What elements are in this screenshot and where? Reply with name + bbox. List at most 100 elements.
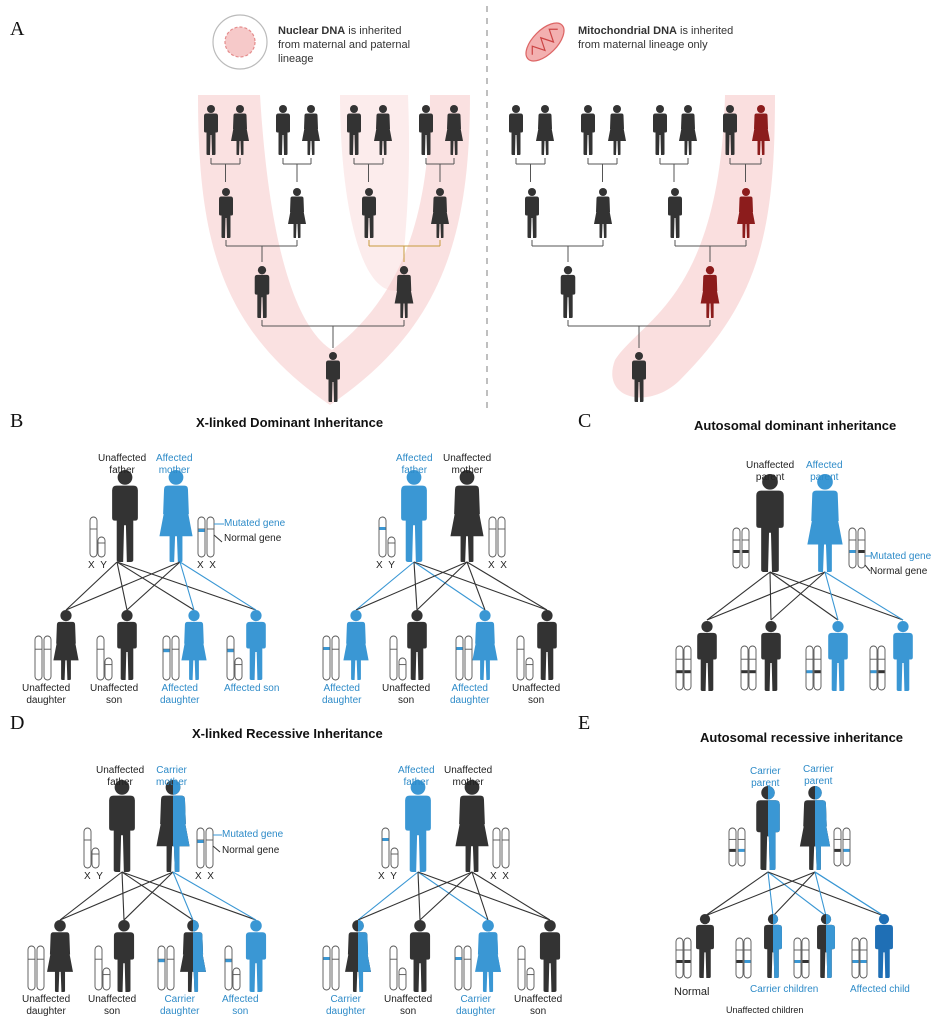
mother-figure bbox=[807, 474, 843, 572]
inheritance-line bbox=[417, 871, 489, 921]
mito-dna-text-1: is inherited bbox=[677, 25, 734, 37]
chromosome bbox=[91, 847, 100, 869]
chromosome bbox=[683, 937, 692, 979]
son-figure bbox=[246, 610, 266, 680]
chromosome bbox=[381, 827, 390, 869]
chromosome bbox=[517, 945, 526, 991]
chromosome bbox=[877, 645, 886, 691]
father-figure bbox=[756, 786, 780, 871]
chromosome bbox=[398, 657, 407, 681]
chromosome bbox=[389, 945, 398, 991]
chromosome bbox=[464, 635, 473, 681]
parent-female-figure bbox=[431, 188, 449, 238]
chromosome bbox=[232, 967, 241, 991]
mother-figure bbox=[799, 786, 831, 871]
title-x-linked-dominant: X-linked Dominant Inheritance bbox=[196, 415, 384, 430]
grandfather-figure bbox=[347, 105, 361, 155]
chromosome bbox=[492, 827, 501, 869]
inheritance-line bbox=[172, 871, 257, 921]
father-figure bbox=[405, 780, 431, 872]
son-figure bbox=[117, 610, 137, 680]
son-figure bbox=[537, 610, 557, 680]
chromosome bbox=[196, 827, 205, 869]
chromosome bbox=[36, 945, 45, 991]
d-normal-gene-label: Normal gene bbox=[222, 845, 280, 856]
chromosome bbox=[455, 635, 464, 681]
chromosome bbox=[331, 945, 340, 991]
son-figure bbox=[817, 914, 835, 979]
b-left-xx-label: X X bbox=[197, 560, 216, 571]
chromosome bbox=[97, 536, 106, 558]
father-figure bbox=[112, 470, 138, 562]
parent-male-figure bbox=[525, 188, 539, 238]
b-left-xy-label: X Y bbox=[88, 560, 107, 571]
gene-pointer bbox=[212, 845, 221, 853]
daughter-figure bbox=[47, 920, 73, 992]
chromosome bbox=[748, 645, 757, 691]
inheritance-line bbox=[116, 561, 195, 611]
mother-figure bbox=[156, 780, 190, 873]
gene-pointer bbox=[213, 534, 223, 543]
chromosome bbox=[398, 967, 407, 991]
inheritance-line bbox=[466, 561, 486, 611]
chromosome bbox=[205, 827, 214, 869]
grandchild-male-figure bbox=[326, 352, 340, 402]
inheritance-line bbox=[419, 871, 473, 921]
inheritance-line bbox=[704, 871, 769, 917]
grandfather-figure bbox=[653, 105, 667, 155]
father-figure bbox=[756, 474, 784, 572]
inheritance-line bbox=[824, 571, 839, 621]
chromosome bbox=[27, 945, 36, 991]
inheritance-line bbox=[65, 561, 118, 611]
chromosome bbox=[331, 635, 340, 681]
chromosome bbox=[516, 635, 525, 681]
grandmother-figure bbox=[302, 105, 320, 155]
child-male-figure bbox=[560, 266, 576, 318]
chromosome bbox=[501, 827, 510, 869]
chromosome bbox=[683, 645, 692, 691]
son-figure bbox=[407, 610, 427, 680]
nuclear-dna-term: Nuclear DNA bbox=[278, 25, 346, 37]
title-x-linked-recessive: X-linked Recessive Inheritance bbox=[192, 726, 383, 741]
inheritance-line bbox=[59, 871, 174, 921]
chromosome bbox=[859, 937, 868, 979]
chromosome bbox=[43, 635, 52, 681]
inheritance-line bbox=[357, 871, 419, 921]
chromosome bbox=[851, 937, 860, 979]
father-figure bbox=[401, 470, 427, 562]
chromosome bbox=[83, 827, 92, 869]
chromosome bbox=[171, 635, 180, 681]
chromosome bbox=[89, 516, 98, 558]
chromosome bbox=[104, 657, 113, 681]
grandfather-figure bbox=[509, 105, 523, 155]
parent-female-figure bbox=[594, 188, 612, 238]
chromosome bbox=[322, 635, 331, 681]
grandmother-figure bbox=[445, 105, 463, 155]
daughter-figure bbox=[181, 610, 207, 680]
parent-female-figure bbox=[737, 188, 755, 238]
chromosome bbox=[197, 516, 206, 558]
inheritance-line bbox=[121, 871, 194, 921]
inheritance-line bbox=[413, 561, 548, 611]
nucleus-icon bbox=[224, 26, 256, 58]
title-autosomal-dominant: Autosomal dominant inheritance bbox=[694, 418, 897, 433]
chromosome bbox=[162, 635, 171, 681]
chromosome bbox=[34, 635, 43, 681]
title-autosomal-recessive: Autosomal recessive inheritance bbox=[700, 730, 904, 745]
grandchild-male-figure bbox=[632, 352, 646, 402]
chromosome bbox=[102, 967, 111, 991]
inheritance-line bbox=[413, 561, 486, 611]
child-male-figure bbox=[254, 266, 270, 318]
